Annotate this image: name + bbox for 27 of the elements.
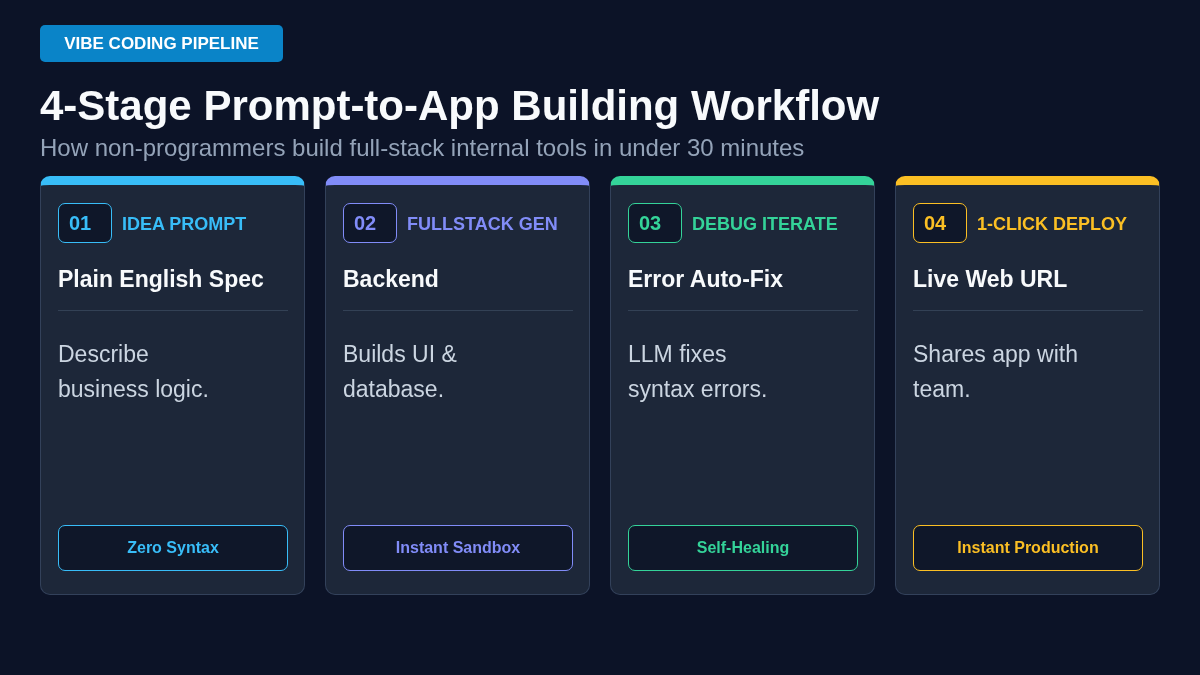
stage-description: Builds UI & database. — [343, 340, 458, 404]
stage-card — [895, 176, 1160, 595]
stage-heading: Error Auto-Fix — [628, 265, 784, 293]
stage-card — [610, 176, 875, 595]
header-tag: VIBE CODING PIPELINE — [40, 25, 283, 62]
feature-tag: Zero Syntax — [58, 525, 288, 571]
stage-heading: Plain English Spec — [58, 265, 264, 293]
step-number-badge: 03 — [628, 203, 682, 243]
feature-tag: Instant Production — [913, 525, 1143, 571]
subtitle: How non-programmers build full-stack internal tools in under 30 minutes — [40, 134, 805, 162]
feature-tag: Instant Sandbox — [343, 525, 573, 571]
stage-card — [325, 176, 590, 595]
stage-description: LLM fixes syntax errors. — [628, 340, 769, 404]
stage-description: Shares app with team. — [913, 340, 1079, 404]
stage-card — [40, 176, 305, 595]
diagram-title: 4-Stage Prompt-to-App Building Workflow — [40, 82, 880, 130]
stage-category: FULLSTACK GEN — [407, 213, 558, 235]
stage-heading: Backend — [343, 265, 439, 293]
step-number-badge: 01 — [58, 203, 112, 243]
stage-category: 1-CLICK DEPLOY — [977, 213, 1127, 235]
feature-tag: Self-Healing — [628, 525, 858, 571]
step-number-badge: 02 — [343, 203, 397, 243]
stage-category: DEBUG ITERATE — [692, 213, 838, 235]
stage-description: Describe business logic. — [58, 340, 210, 404]
step-number-badge: 04 — [913, 203, 967, 243]
stage-category: IDEA PROMPT — [122, 213, 247, 235]
stage-heading: Live Web URL — [913, 265, 1068, 293]
